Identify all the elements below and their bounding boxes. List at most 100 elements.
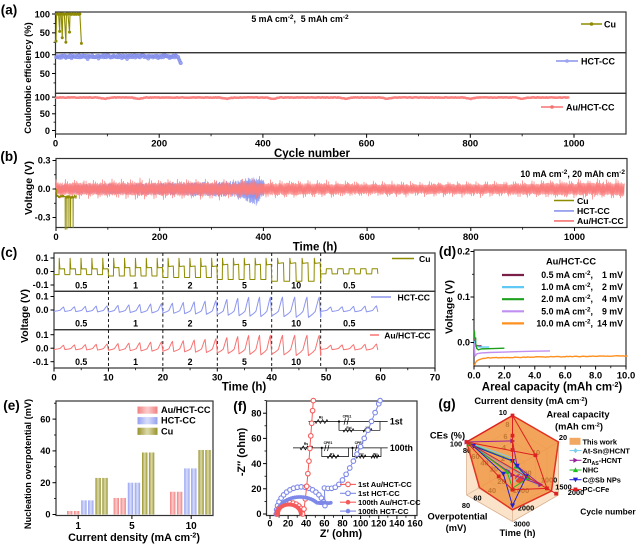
svg-text:200: 200 bbox=[151, 139, 167, 150]
svg-text:0: 0 bbox=[267, 519, 272, 529]
svg-text:Au/HCT-CC: Au/HCT-CC bbox=[566, 103, 615, 113]
svg-text:5: 5 bbox=[129, 521, 135, 532]
svg-text:0.1: 0.1 bbox=[36, 330, 49, 340]
svg-text:2: 2 bbox=[188, 357, 193, 367]
svg-text:0: 0 bbox=[45, 126, 50, 136]
svg-text:20: 20 bbox=[251, 484, 261, 494]
svg-text:0.0: 0.0 bbox=[457, 338, 470, 348]
svg-text:0.5: 0.5 bbox=[75, 357, 87, 367]
svg-text:Rs: Rs bbox=[304, 442, 308, 446]
svg-text:100th HCT-CC: 100th HCT-CC bbox=[358, 507, 409, 516]
svg-text:8.0: 8.0 bbox=[589, 371, 602, 382]
svg-text:NHC: NHC bbox=[583, 466, 600, 475]
svg-text:1: 1 bbox=[133, 319, 138, 329]
svg-text:Rct: Rct bbox=[358, 452, 364, 456]
svg-text:2000: 2000 bbox=[518, 504, 534, 513]
svg-text:Cu: Cu bbox=[604, 20, 616, 30]
svg-text:60: 60 bbox=[319, 519, 329, 529]
svg-text:10: 10 bbox=[186, 521, 198, 532]
svg-text:2.0 mA cm-2,: 2.0 mA cm-2, bbox=[541, 294, 593, 304]
svg-text:100: 100 bbox=[35, 9, 50, 19]
svg-text:(mAh cm-2): (mAh cm-2) bbox=[555, 422, 603, 432]
svg-text:0.5: 0.5 bbox=[343, 357, 355, 367]
svg-text:50: 50 bbox=[40, 28, 50, 38]
svg-text:3000: 3000 bbox=[514, 520, 530, 529]
svg-text:CPE2: CPE2 bbox=[355, 441, 364, 445]
svg-text:0: 0 bbox=[45, 510, 50, 520]
svg-text:0.5: 0.5 bbox=[75, 319, 87, 329]
svg-text:1.0 mA cm-2,: 1.0 mA cm-2, bbox=[541, 282, 593, 292]
svg-text:2 mV: 2 mV bbox=[602, 282, 623, 292]
svg-text:Au/HCT-CC: Au/HCT-CC bbox=[161, 405, 211, 415]
svg-text:60: 60 bbox=[40, 414, 50, 424]
svg-text:0.5: 0.5 bbox=[75, 280, 87, 290]
svg-text:CPE1: CPE1 bbox=[324, 441, 333, 445]
svg-text:HCT-CC: HCT-CC bbox=[577, 206, 611, 216]
svg-text:2: 2 bbox=[188, 319, 193, 329]
svg-text:Coulombic efficiency (%): Coulombic efficiency (%) bbox=[22, 22, 33, 133]
svg-text:At-Sn@HCNT: At-Sn@HCNT bbox=[583, 446, 631, 455]
svg-text:140: 140 bbox=[389, 519, 405, 529]
svg-text:(d): (d) bbox=[439, 244, 456, 259]
svg-text:1 mV: 1 mV bbox=[602, 270, 623, 280]
svg-text:Current density (mA cm-2): Current density (mA cm-2) bbox=[68, 532, 200, 544]
svg-text:40: 40 bbox=[40, 446, 50, 456]
svg-text:0.5 mA cm-2,: 0.5 mA cm-2, bbox=[541, 270, 593, 280]
svg-text:50: 50 bbox=[40, 109, 50, 119]
svg-text:0.0: 0.0 bbox=[36, 267, 49, 277]
svg-text:0: 0 bbox=[256, 509, 261, 519]
svg-text:Overpotential: Overpotential bbox=[428, 512, 488, 522]
svg-text:5: 5 bbox=[242, 319, 247, 329]
svg-text:20: 20 bbox=[559, 433, 567, 442]
svg-text:800: 800 bbox=[463, 232, 479, 243]
svg-text:40: 40 bbox=[251, 459, 261, 469]
svg-text:-0.1: -0.1 bbox=[33, 280, 49, 290]
svg-text:Ws: Ws bbox=[373, 452, 378, 456]
svg-text:C@Sb NPs: C@Sb NPs bbox=[583, 475, 621, 484]
svg-text:100: 100 bbox=[450, 440, 462, 449]
svg-text:100: 100 bbox=[35, 92, 50, 102]
svg-text:1000: 1000 bbox=[563, 139, 584, 150]
svg-text:10: 10 bbox=[291, 357, 301, 367]
svg-text:20: 20 bbox=[283, 519, 293, 529]
svg-text:100: 100 bbox=[35, 50, 50, 60]
svg-text:4.0: 4.0 bbox=[528, 371, 541, 382]
svg-text:Cu: Cu bbox=[161, 426, 173, 436]
svg-text:1: 1 bbox=[75, 521, 81, 532]
svg-text:Voltage (V): Voltage (V) bbox=[19, 289, 31, 343]
svg-text:Au/HCT-CC: Au/HCT-CC bbox=[546, 257, 596, 267]
svg-text:0: 0 bbox=[53, 139, 58, 150]
svg-text:HCT-CC: HCT-CC bbox=[161, 416, 196, 426]
svg-text:1st Au/HCT-CC: 1st Au/HCT-CC bbox=[358, 480, 412, 489]
svg-text:Areal capacity (mAh cm-2): Areal capacity (mAh cm-2) bbox=[482, 382, 623, 394]
svg-text:-0.1: -0.1 bbox=[33, 357, 49, 367]
svg-text:0.0: 0.0 bbox=[467, 371, 480, 382]
svg-text:600: 600 bbox=[359, 232, 375, 243]
svg-text:Current density (mA cm-2): Current density (mA cm-2) bbox=[474, 396, 587, 406]
svg-text:2000: 2000 bbox=[568, 488, 584, 497]
svg-text:30: 30 bbox=[212, 373, 223, 384]
svg-text:70: 70 bbox=[430, 373, 441, 384]
svg-text:0.1: 0.1 bbox=[36, 253, 49, 263]
svg-text:1: 1 bbox=[133, 357, 138, 367]
svg-text:CPE1: CPE1 bbox=[343, 415, 352, 419]
svg-text:Voltage (V): Voltage (V) bbox=[444, 280, 456, 334]
svg-text:400: 400 bbox=[255, 139, 271, 150]
svg-text:R1: R1 bbox=[330, 452, 334, 456]
svg-text:(g): (g) bbox=[438, 397, 455, 412]
svg-text:0.0: 0.0 bbox=[36, 343, 49, 353]
svg-text:80: 80 bbox=[251, 408, 261, 418]
svg-text:20: 20 bbox=[158, 373, 169, 384]
svg-text:80: 80 bbox=[337, 519, 347, 529]
svg-text:600: 600 bbox=[359, 139, 375, 150]
svg-text:Au/HCT-CC: Au/HCT-CC bbox=[577, 216, 625, 226]
svg-text:80: 80 bbox=[463, 446, 471, 455]
svg-text:-Z″ (ohm): -Z″ (ohm) bbox=[236, 427, 248, 476]
svg-text:10.0: 10.0 bbox=[617, 371, 636, 382]
svg-text:10: 10 bbox=[103, 373, 114, 384]
svg-text:1: 1 bbox=[133, 280, 138, 290]
svg-text:0.5: 0.5 bbox=[343, 280, 355, 290]
svg-text:100: 100 bbox=[353, 519, 369, 529]
svg-text:-0.3: -0.3 bbox=[35, 213, 51, 223]
svg-text:400: 400 bbox=[255, 232, 271, 243]
